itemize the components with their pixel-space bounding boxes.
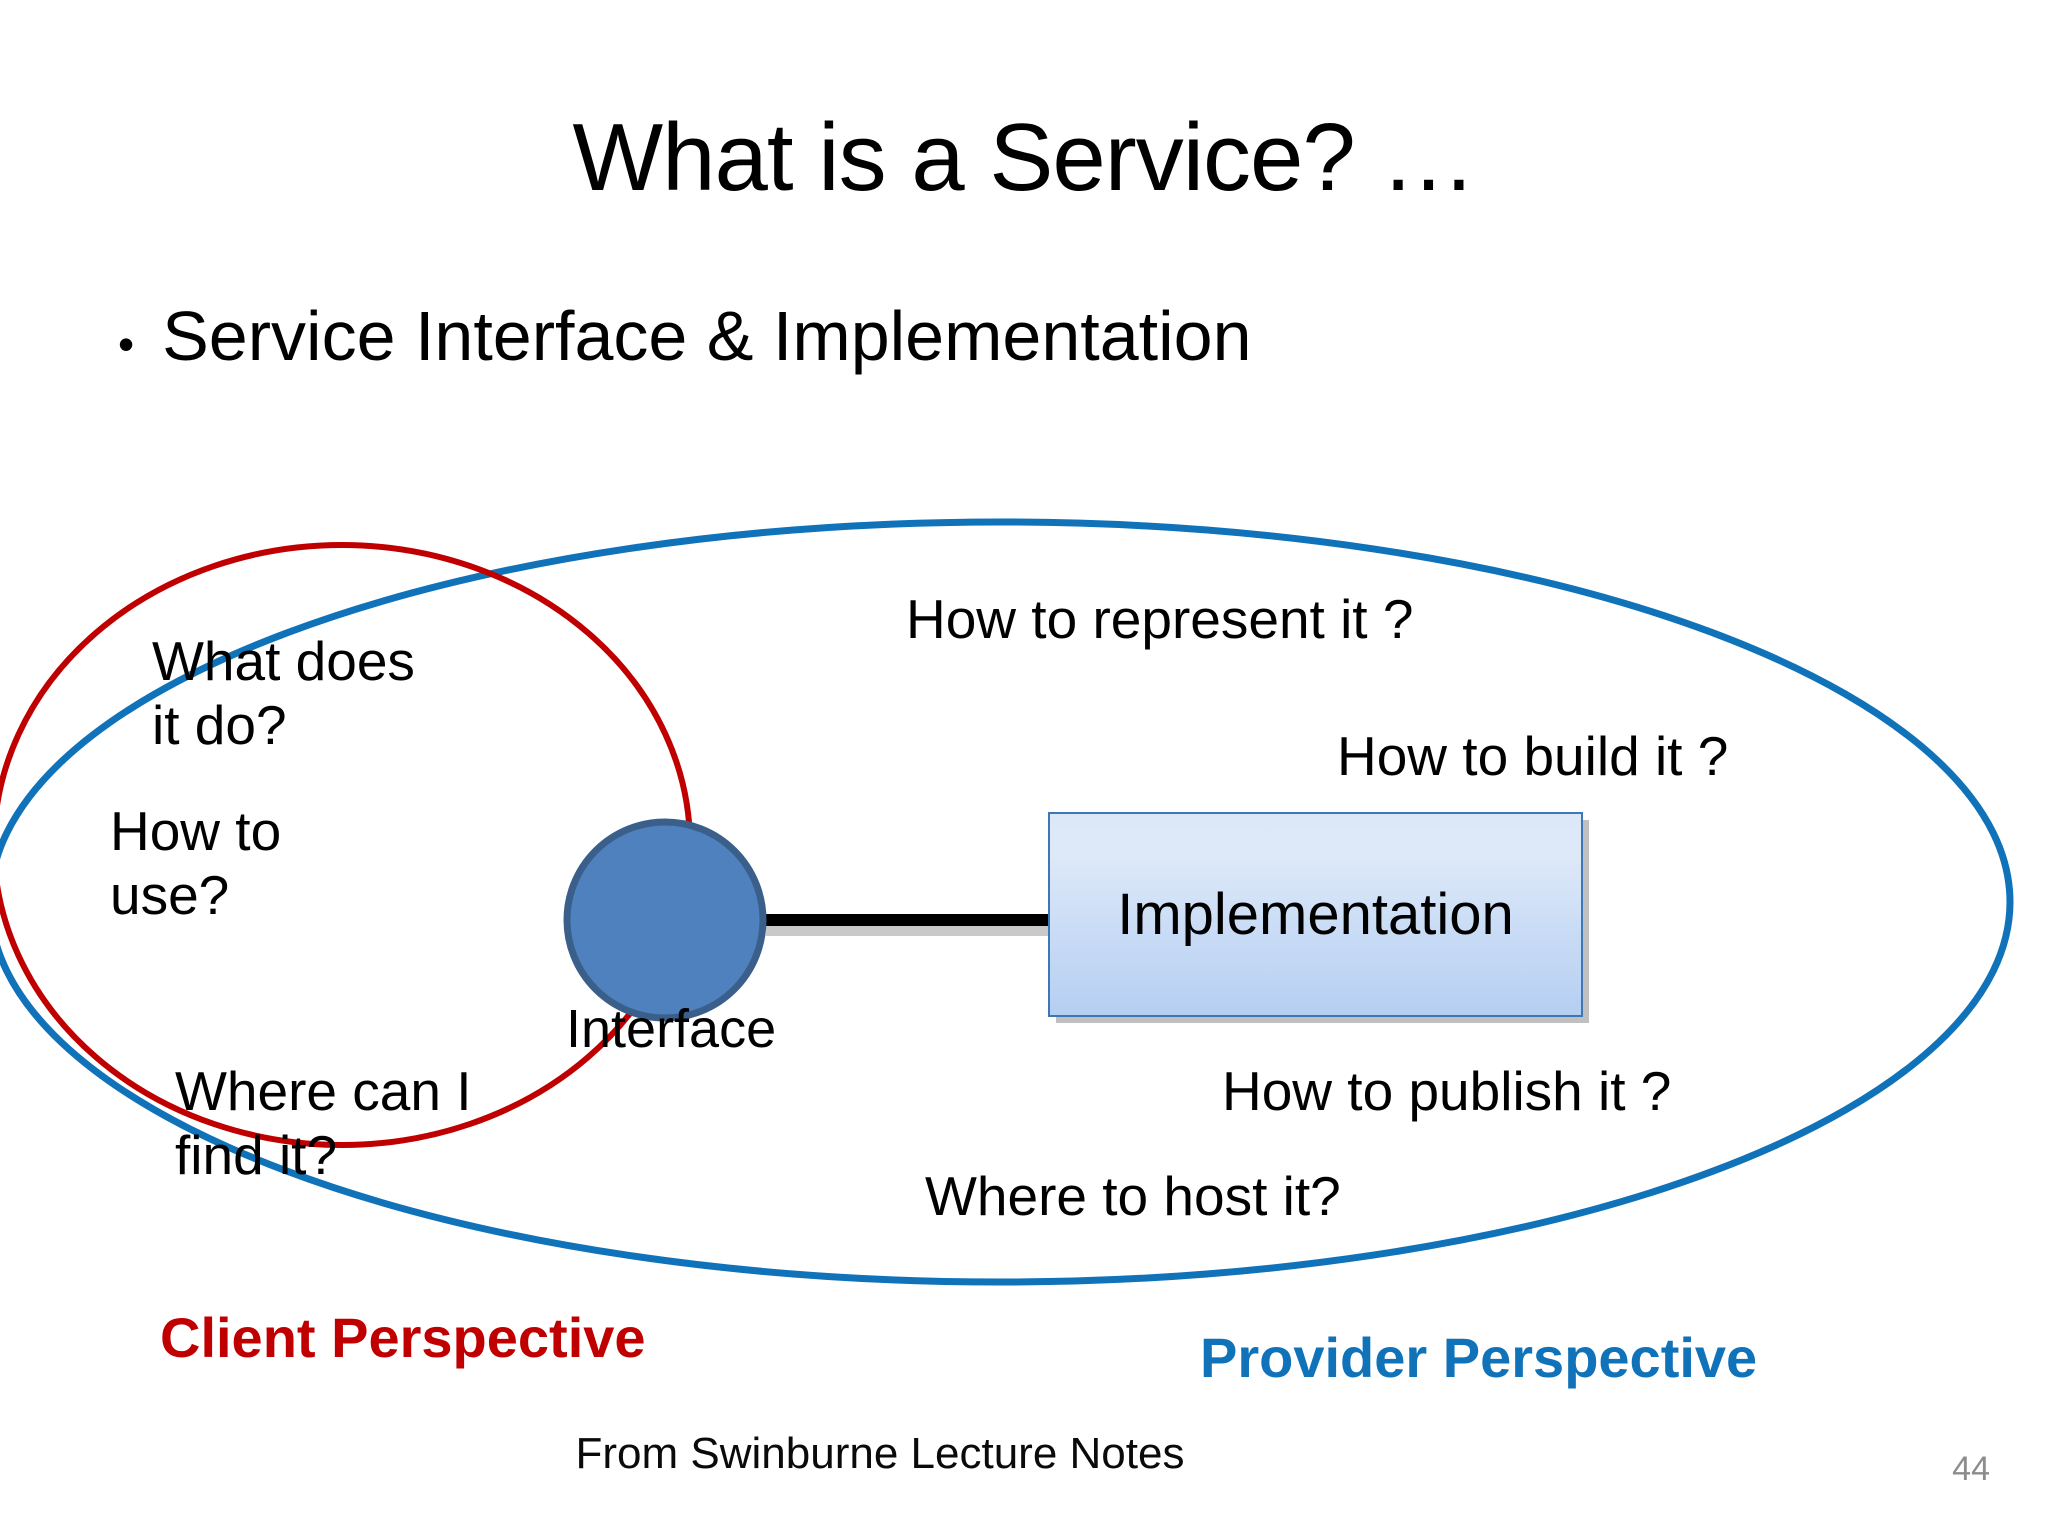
bullet-marker-icon: • [118,318,135,370]
provider-question-how-to-publish-it: How to publish it ? [1222,1060,1672,1122]
bullet-list-item: • Service Interface & Implementation [118,297,1252,375]
provider-question-how-to-build-it: How to build it ? [1337,725,1729,787]
source-attribution: From Swinburne Lecture Notes [575,1429,1185,1478]
implementation-node-box: Implementation [1048,812,1583,1017]
implementation-node-label: Implementation [1117,881,1514,947]
client-question-where-can-i-find-it: Where can I find it? [175,1060,472,1186]
provider-question-how-to-represent-it: How to represent it ? [906,588,1414,650]
bullet-item-label: Service Interface & Implementation [162,297,1252,375]
interface-node-label: Interface [566,999,777,1059]
page-number: 44 [1952,1450,1990,1488]
client-perspective-caption: Client Perspective [160,1306,646,1369]
page-title: What is a Service? … [572,104,1477,211]
client-question-what-does-it-do: What does it do? [152,630,415,756]
provider-perspective-caption: Provider Perspective [1200,1326,1758,1389]
client-question-how-to-use: How to use? [110,800,282,926]
interface-node-circle [563,818,767,1022]
provider-question-where-to-host-it: Where to host it? [925,1165,1341,1227]
